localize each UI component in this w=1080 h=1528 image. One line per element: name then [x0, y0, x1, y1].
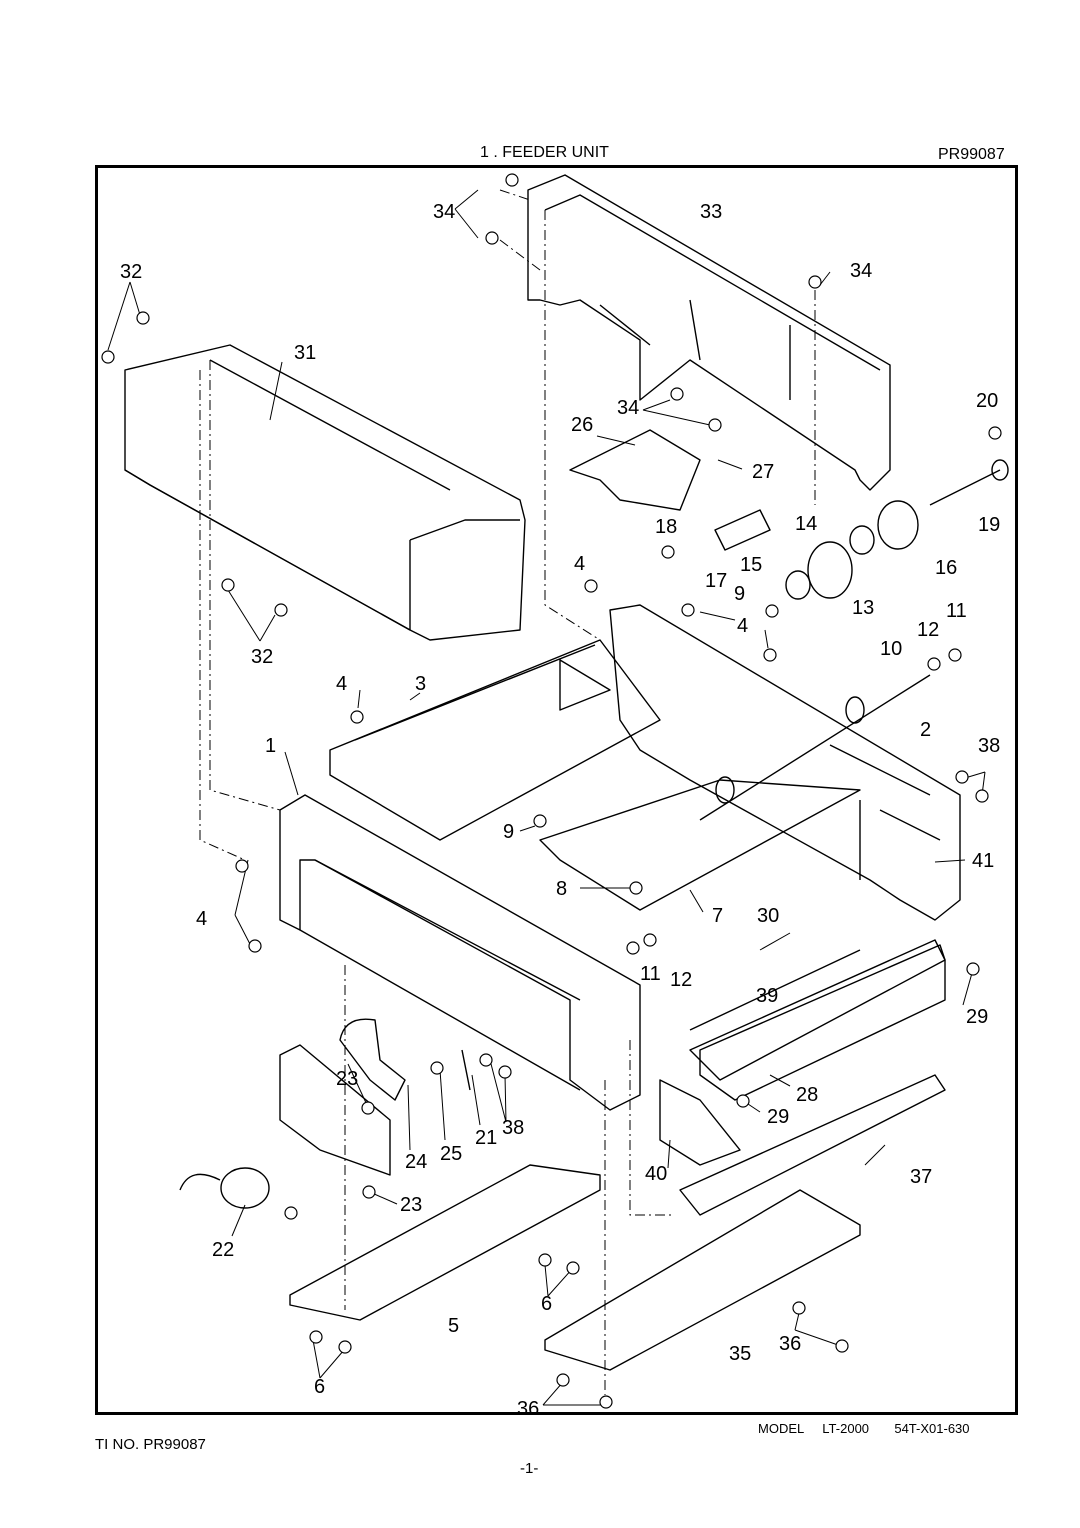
callout-34: 34	[850, 260, 872, 282]
callout-38: 38	[978, 735, 1000, 757]
callout-33: 33	[700, 201, 722, 223]
footer-model-line: MODEL LT-2000 54T-X01-630	[758, 1421, 970, 1436]
callout-18: 18	[655, 516, 677, 538]
wheel-13-part	[807, 541, 853, 599]
main-frame-part	[279, 794, 641, 1111]
callout-4: 4	[196, 908, 207, 930]
callout-17: 17	[705, 570, 727, 592]
guide-30-part	[689, 939, 946, 1081]
callout-34: 34	[433, 201, 455, 223]
right-frame-part	[609, 604, 961, 921]
callout-6: 6	[541, 1293, 552, 1315]
callout-36: 36	[779, 1333, 801, 1355]
callout-12: 12	[917, 619, 939, 641]
cover-part	[124, 344, 526, 641]
callout-4: 4	[737, 615, 748, 637]
callout-13: 13	[852, 597, 874, 619]
callout-5: 5	[448, 1315, 459, 1337]
callout-19: 19	[978, 514, 1000, 536]
guide-39-part	[689, 949, 861, 1031]
callout-32: 32	[120, 261, 142, 283]
callout-10: 10	[880, 638, 902, 660]
callout-24: 24	[405, 1151, 427, 1173]
motor-22-part	[220, 1167, 270, 1209]
callout-25: 25	[440, 1143, 462, 1165]
top-frame-part	[527, 174, 891, 491]
callout-35: 35	[729, 1343, 751, 1365]
ti-number: TI NO. PR99087	[95, 1436, 206, 1453]
callout-14: 14	[795, 513, 817, 535]
top-plate-part	[329, 639, 661, 841]
callout-22: 22	[212, 1239, 234, 1261]
callout-41: 41	[972, 850, 994, 872]
plate-35-part	[544, 1189, 861, 1371]
callout-31: 31	[294, 342, 316, 364]
callout-1: 1	[265, 735, 276, 757]
callout-2: 2	[920, 719, 931, 741]
footer-model: LT-2000	[822, 1421, 870, 1436]
callout-6: 6	[314, 1376, 325, 1398]
callout-8: 8	[556, 878, 567, 900]
sleeve-15-part	[714, 509, 771, 551]
section-title: 1 . FEEDER UNIT	[480, 144, 609, 161]
callout-29: 29	[966, 1006, 988, 1028]
callout-4: 4	[336, 673, 347, 695]
roller-shaft-part	[699, 674, 931, 821]
callout-15: 15	[740, 554, 762, 576]
rail-37-part	[679, 1074, 946, 1216]
diagram-frame	[95, 165, 1018, 1415]
callout-3: 3	[415, 673, 426, 695]
callout-9: 9	[734, 583, 745, 605]
callout-38: 38	[502, 1117, 524, 1139]
callout-11: 11	[946, 600, 967, 622]
callout-numbers: 1 2 3 4 4 4 4 5 6 6 7 8 9 9 10 11 11 12 …	[120, 201, 1000, 1420]
callout-4: 4	[574, 553, 585, 575]
bracket-40-part	[659, 1079, 741, 1166]
wheel-16-part	[877, 500, 919, 550]
callout-36: 36	[517, 1398, 539, 1420]
plate-5-part	[289, 1164, 601, 1321]
callout-9: 9	[503, 821, 514, 843]
callout-28: 28	[796, 1084, 818, 1106]
callout-32: 32	[251, 646, 273, 668]
tray-28-part	[699, 944, 946, 1101]
callout-29: 29	[767, 1106, 789, 1128]
callout-40: 40	[645, 1163, 667, 1185]
callout-leaders	[107, 189, 986, 1406]
callout-20: 20	[976, 390, 998, 412]
callout-7: 7	[712, 905, 723, 927]
callout-27: 27	[752, 461, 774, 483]
guide-plate-part	[539, 779, 861, 911]
callout-34: 34	[617, 397, 639, 419]
spring-21-part	[461, 1049, 471, 1091]
callout-12: 12	[670, 969, 692, 991]
page-number: -1-	[520, 1460, 539, 1477]
fasteners	[101, 173, 1002, 1409]
callout-26: 26	[571, 414, 593, 436]
bracket-26-part	[569, 429, 701, 511]
bracket-23-part	[279, 1044, 391, 1176]
footer-doc-no: 54T-X01-630	[894, 1421, 970, 1436]
callout-37: 37	[910, 1166, 932, 1188]
callout-39: 39	[756, 985, 778, 1007]
callout-23: 23	[336, 1068, 358, 1090]
callout-11: 11	[640, 963, 661, 985]
callout-30: 30	[757, 905, 779, 927]
callout-23: 23	[400, 1194, 422, 1216]
footer-model-label: MODEL	[758, 1421, 805, 1436]
callout-21: 21	[475, 1127, 497, 1149]
document-code: PR99087	[938, 146, 1005, 163]
callout-16: 16	[935, 557, 957, 579]
